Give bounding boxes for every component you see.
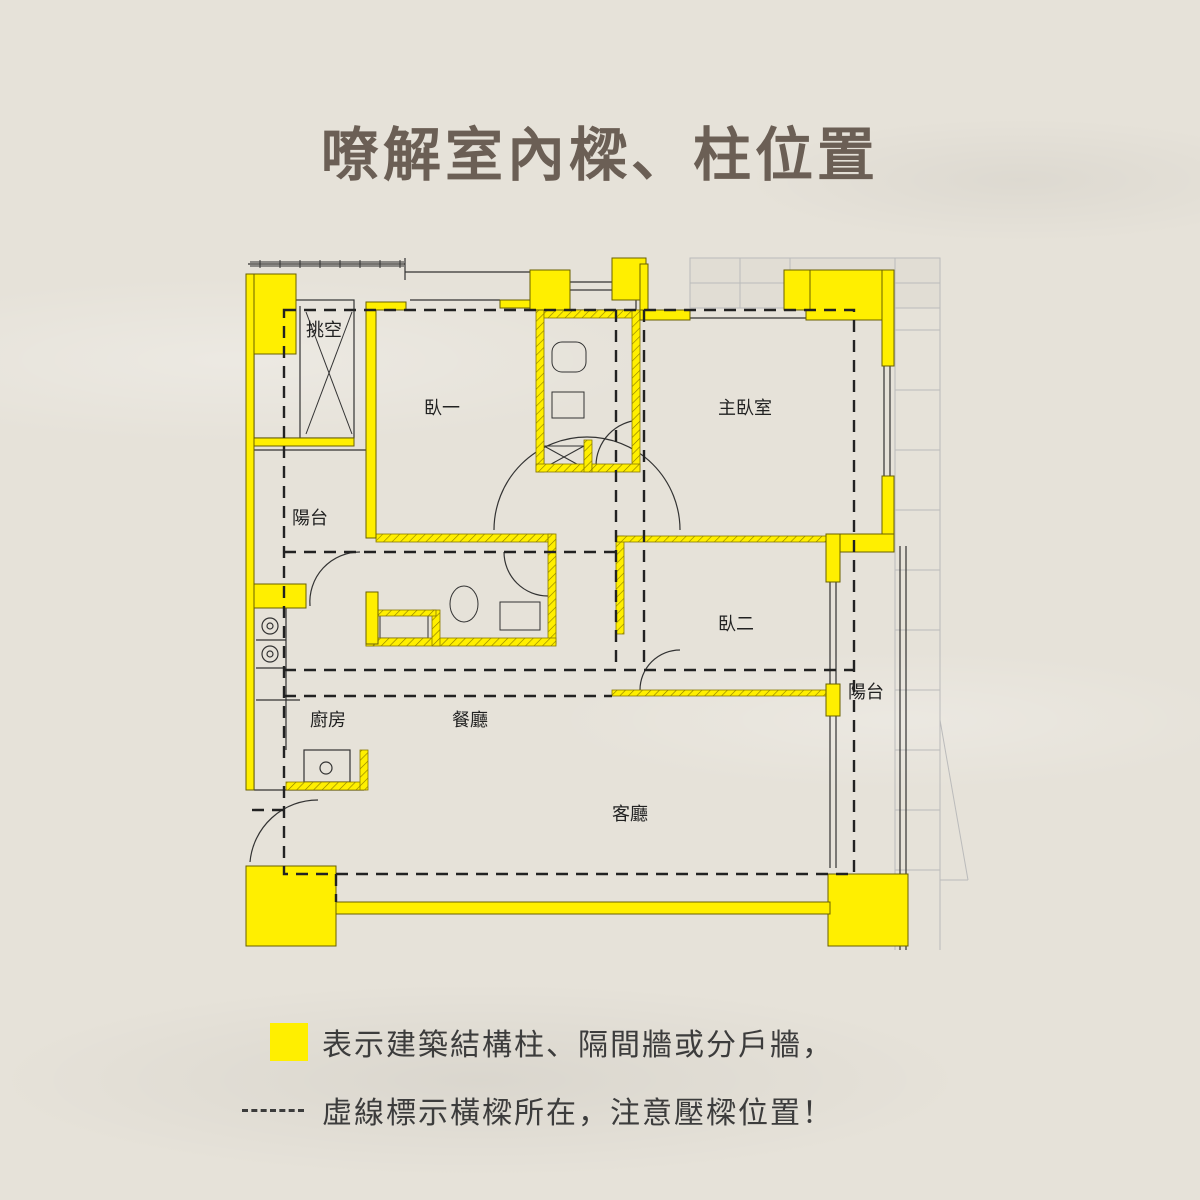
- dashed-line-icon: [242, 1108, 304, 1112]
- stove-icon: [261, 617, 279, 663]
- partition-walls: [285, 309, 831, 791]
- bedroom-2-label: 臥二: [718, 614, 754, 635]
- void-label: 挑空: [306, 320, 342, 341]
- living-room-label: 客廳: [612, 804, 648, 825]
- legend-beam: 虛線標示橫樑所在，注意壓樑位置！: [238, 1088, 834, 1132]
- yellow-swatch-icon: [270, 1023, 308, 1061]
- legend-column: 表示建築結構柱、隔間牆或分戶牆，: [238, 1020, 834, 1064]
- balcony-left-label: 陽台: [292, 508, 328, 529]
- bedroom-1-label: 臥一: [424, 398, 460, 419]
- legend-beam-text: 虛線標示橫樑所在，注意壓樑位置！: [322, 1096, 834, 1131]
- structural-columns-walls: [245, 257, 909, 947]
- legend-column-text: 表示建築結構柱、隔間牆或分戶牆，: [322, 1028, 834, 1063]
- top-window-strip: [250, 260, 404, 268]
- plan-outline: [248, 258, 907, 950]
- balcony-right-label: 陽台: [848, 682, 884, 703]
- dining-label: 餐廳: [452, 710, 488, 731]
- void-cross: [305, 311, 353, 435]
- master-bedroom-label: 主臥室: [718, 398, 772, 419]
- page-title: 嘹解室內樑、柱位置: [320, 121, 879, 189]
- beam-lines-dashed: [246, 308, 856, 902]
- kitchen-label: 廚房: [310, 709, 346, 731]
- exterior-tile-area: [689, 257, 969, 950]
